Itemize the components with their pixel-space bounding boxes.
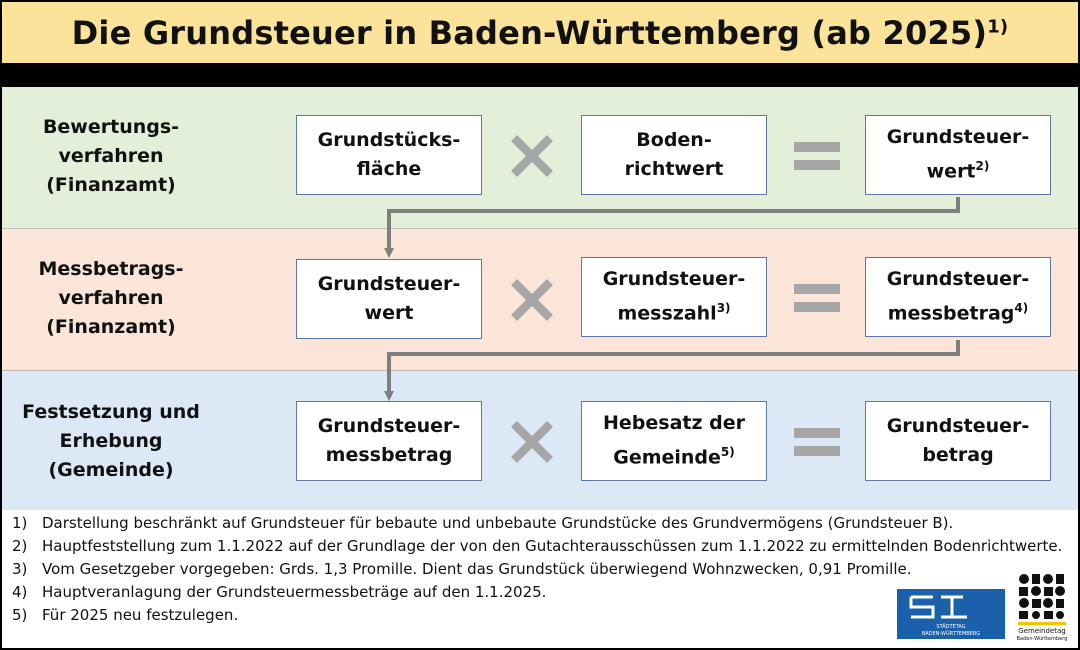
box-result: Grundsteuer- betrag — [865, 401, 1051, 481]
title-text: Die Grundsteuer in Baden-Württemberg (ab… — [71, 13, 988, 52]
footnote-item: 5) Für 2025 neu festzulegen. — [12, 606, 238, 624]
box-line: Gemeinde — [613, 446, 721, 469]
footnote-number: 1) — [12, 514, 28, 532]
box-line: Boden- — [636, 129, 712, 151]
footnote-number: 2) — [12, 537, 28, 555]
box-line-with-ref: wert2) — [927, 152, 990, 186]
footnote-ref: 2) — [975, 159, 990, 174]
box-line: richtwert — [624, 158, 724, 180]
footnote-number: 4) — [12, 583, 28, 601]
equals-icon — [794, 284, 840, 316]
stage-label-line: verfahren — [58, 145, 164, 167]
box-factor-b: Boden- richtwert — [581, 115, 767, 195]
arrow-result-to-stage-2 — [384, 197, 960, 258]
box-line-with-ref: Gemeinde5) — [613, 438, 735, 472]
stage-label-line: (Gemeinde) — [48, 459, 174, 481]
box-result: Grundsteuer- wert2) — [865, 115, 1051, 195]
footnote-ref: 4) — [1014, 301, 1029, 316]
stage-band-bewertung: Bewertungs- verfahren (Finanzamt) Grunds… — [2, 87, 1078, 229]
page-title: Die Grundsteuer in Baden-Württemberg (ab… — [72, 14, 1009, 52]
footnote-ref: 5) — [720, 445, 735, 460]
gemeindetag-line2: Baden-Württemberg — [1017, 636, 1068, 642]
gemeindetag-mark-icon: Gemeindetag Baden-Württemberg — [1017, 574, 1068, 642]
box-line-with-ref: messzahl3) — [617, 294, 730, 328]
footnote-text: Für 2025 neu festzulegen. — [42, 606, 239, 624]
stage-label-line: Messbetrags- — [38, 258, 184, 280]
stage-band-messbetrag: Messbetrags- verfahren (Finanzamt) Grund… — [2, 229, 1078, 371]
arrow-result-to-stage-3 — [384, 340, 960, 401]
footnote-text: Hauptveranlagung der Grundsteuermessbetr… — [42, 583, 547, 601]
staedtetag-logo: STÄDTETAG BADEN-WÜRTTEMBERG — [897, 589, 1005, 639]
box-factor-b: Grundsteuer- messzahl3) — [581, 257, 767, 337]
box-line: messbetrag — [325, 444, 453, 466]
stage-label: Festsetzung und Erhebung (Gemeinde) — [16, 398, 206, 485]
gemeindetag-line1: Gemeindetag — [1018, 627, 1065, 635]
multiply-icon — [511, 421, 553, 463]
box-line: betrag — [922, 444, 994, 466]
box-line: Grundsteuer- — [317, 415, 461, 437]
stage-band-festsetzung: Festsetzung und Erhebung (Gemeinde) Grun… — [2, 371, 1078, 512]
footnote-number: 3) — [12, 560, 28, 578]
box-factor-a: Grundsteuer- messbetrag — [296, 401, 482, 481]
staedtetag-mark-icon: STÄDTETAG BADEN-WÜRTTEMBERG — [909, 595, 980, 637]
box-line: Grundsteuer- — [886, 268, 1030, 291]
footnote-text: Hauptfeststellung zum 1.1.2022 auf der G… — [42, 537, 1063, 555]
footnote-item: 1) Darstellung beschränkt auf Grundsteuer… — [12, 514, 953, 532]
box-line: wert — [926, 160, 976, 183]
stage-label-line: Festsetzung und — [22, 401, 200, 423]
footnote-text: Darstellung beschränkt auf Grundsteuer f… — [42, 514, 954, 532]
box-factor-b: Hebesatz der Gemeinde5) — [581, 401, 767, 481]
box-line: Grundsteuer- — [317, 273, 461, 295]
title-footnote-ref: 1) — [987, 15, 1009, 37]
box-result: Grundsteuer- messbetrag4) — [865, 257, 1051, 337]
stage-label-line: (Finanzamt) — [46, 316, 176, 338]
box-line: Grundsteuer- — [886, 126, 1030, 149]
title-bar: Die Grundsteuer in Baden-Württemberg (ab… — [2, 2, 1078, 63]
footnote-item: 3) Vom Gesetzgeber vorgegeben: Grds. 1,3 … — [12, 560, 912, 578]
box-line: Hebesatz der — [602, 412, 746, 435]
footnote-item: 4) Hauptveranlagung der Grundsteuermessbe… — [12, 583, 546, 601]
staedtetag-line2: BADEN-WÜRTTEMBERG — [922, 630, 980, 637]
box-factor-a: Grundsteuer- wert — [296, 259, 482, 339]
box-line: fläche — [356, 158, 422, 180]
footnote-ref: 3) — [716, 301, 731, 316]
stage-label: Messbetrags- verfahren (Finanzamt) — [16, 255, 206, 342]
stage-label-line: verfahren — [58, 287, 164, 309]
box-line: Grundsteuer- — [886, 415, 1030, 437]
stage-label-line: (Finanzamt) — [46, 174, 176, 196]
footnote-number: 5) — [12, 606, 28, 624]
footnote-item: 2) Hauptfeststellung zum 1.1.2022 auf der… — [12, 537, 1062, 555]
box-line: Grundstücks- — [317, 129, 461, 151]
box-line: messbetrag — [887, 302, 1015, 325]
staedtetag-line1: STÄDTETAG — [936, 623, 965, 630]
gemeindetag-logo: Gemeindetag Baden-Württemberg — [1016, 571, 1068, 643]
stage-label-line: Erhebung — [59, 430, 163, 452]
multiply-icon — [511, 279, 553, 321]
box-factor-a: Grundstücks- fläche — [296, 115, 482, 195]
box-line-with-ref: messbetrag4) — [888, 294, 1029, 328]
box-line: wert — [364, 302, 414, 324]
multiply-icon — [511, 135, 553, 177]
stage-label-line: Bewertungs- — [42, 116, 180, 138]
box-line: Grundsteuer- — [602, 268, 746, 291]
footnote-text: Vom Gesetzgeber vorgegeben: Grds. 1,3 Pr… — [42, 560, 912, 578]
equals-icon — [794, 428, 840, 460]
box-line: messzahl — [617, 302, 717, 325]
equals-icon — [794, 142, 840, 174]
stage-label: Bewertungs- verfahren (Finanzamt) — [16, 113, 206, 200]
